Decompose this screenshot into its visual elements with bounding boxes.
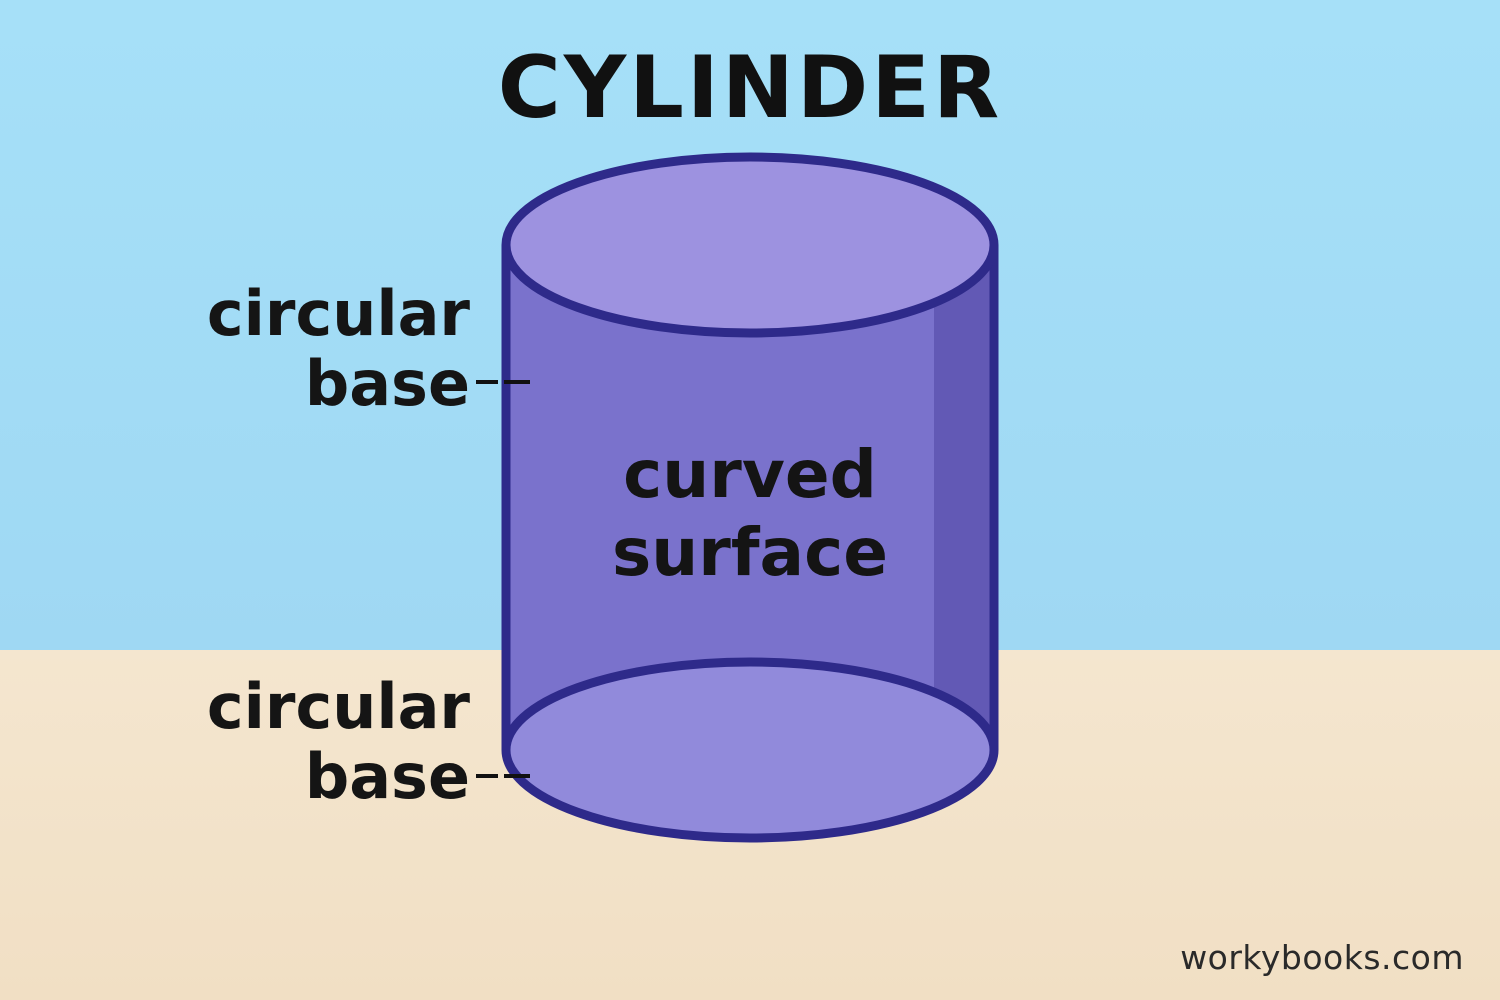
leader-line-bottom-2 xyxy=(504,774,530,778)
label-top-line-1: circular xyxy=(206,277,470,350)
cylinder-shade xyxy=(934,245,994,750)
watermark: workybooks.com xyxy=(1180,938,1464,977)
label-bottom-line-2: base xyxy=(304,740,470,813)
label-top-circular-base: circular base xyxy=(170,279,470,419)
page-title: CYLINDER xyxy=(497,38,1003,138)
leader-line-bottom-1 xyxy=(476,774,498,778)
label-curved-surface: curved surface xyxy=(560,436,940,592)
surface-line-2: surface xyxy=(612,514,888,591)
label-bottom-line-1: circular xyxy=(206,670,470,743)
top-base-face xyxy=(501,152,999,338)
leader-line-top-2 xyxy=(504,380,530,384)
leader-line-top-1 xyxy=(476,380,498,384)
label-bottom-circular-base: circular base xyxy=(170,672,470,812)
label-top-line-2: base xyxy=(304,347,470,420)
surface-line-1: curved xyxy=(623,436,877,513)
bottom-base-face xyxy=(501,657,999,843)
